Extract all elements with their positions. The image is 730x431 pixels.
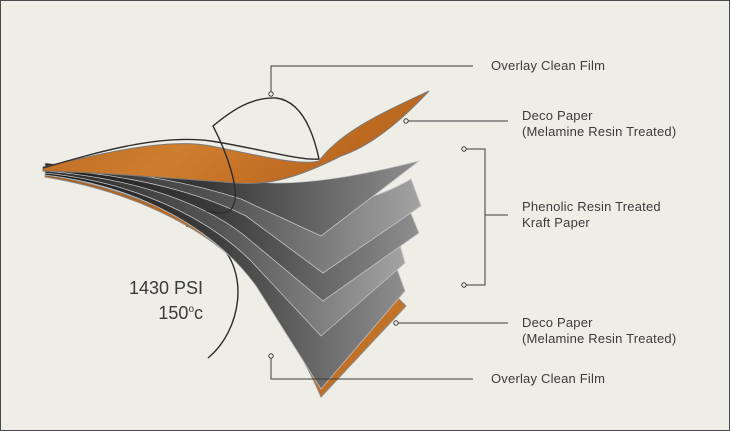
leader-overlay-top — [270, 65, 473, 94]
label-phenolic-kraft-paper: Phenolic Resin Treated Kraft Paper — [522, 199, 661, 230]
leader-phenolic-bracket — [464, 148, 508, 286]
deco-paper-top — [42, 90, 430, 184]
label-overlay-film-bottom: Overlay Clean Film — [491, 371, 606, 386]
label-overlay-film-top: Overlay Clean Film — [491, 58, 606, 73]
leader-dots — [268, 91, 467, 359]
overlay-film-top — [42, 97, 320, 214]
pressure-value: 1430 PSI — [128, 278, 203, 298]
press-conditions: 1430 PSI 150oc — [93, 277, 203, 324]
label-deco-paper-top: Deco Paper (Melamine Resin Treated) — [522, 108, 677, 139]
leader-lines — [270, 65, 508, 380]
leader-overlay-bottom — [270, 356, 473, 380]
label-deco-paper-bottom: Deco Paper (Melamine Resin Treated) — [522, 315, 677, 346]
temperature-value: 150oc — [158, 303, 203, 323]
